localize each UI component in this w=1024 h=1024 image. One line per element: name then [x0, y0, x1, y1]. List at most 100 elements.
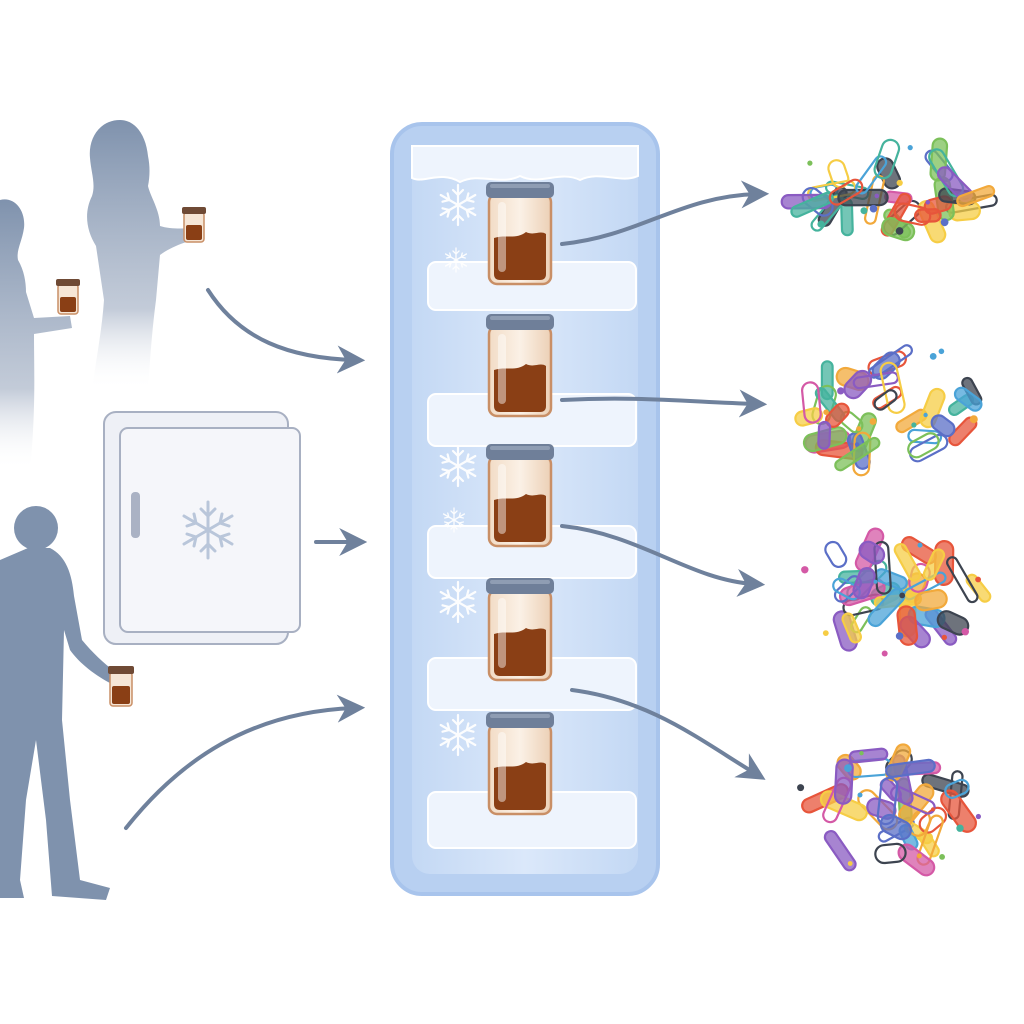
microbe-bacterium	[956, 184, 996, 208]
microbe-bacterium	[843, 369, 873, 400]
input-arrows	[124, 288, 368, 830]
sample-jar-icon-5	[484, 710, 556, 816]
microbe-bacterium	[874, 842, 907, 865]
sample-jar-icon-4	[484, 576, 556, 682]
microbe-bacterium	[828, 178, 864, 206]
microbe-bacterium	[867, 587, 906, 628]
microbe-dot	[859, 751, 864, 756]
microbe-dot	[939, 854, 945, 860]
microbe-dot	[931, 807, 936, 812]
ice-shelves	[411, 145, 639, 849]
microbe-dot	[881, 650, 888, 657]
arrow-donor-to-rack	[124, 694, 366, 830]
microbe-dot	[899, 592, 906, 599]
microbe-bacterium	[930, 414, 956, 438]
microbe-bacterium	[907, 432, 940, 459]
microbe-dot	[917, 542, 923, 548]
microbe-dot	[797, 784, 805, 792]
microbe-dot	[916, 853, 922, 859]
sample-jars	[484, 180, 556, 816]
microbe-bacterium	[893, 202, 932, 226]
microbe-cluster-icon	[797, 743, 982, 877]
microbe-dot	[975, 813, 982, 820]
woman-silhouette-icon-2	[0, 199, 80, 471]
microbe-dot	[961, 628, 969, 636]
microbe-dot	[857, 792, 863, 798]
microbe-dot	[895, 227, 904, 235]
microbe-dot	[907, 145, 913, 151]
microbe-dot	[969, 415, 978, 424]
microbe-dot	[860, 207, 868, 215]
arrow-to-microbiome-2	[560, 389, 768, 418]
microbe-bacterium	[873, 138, 901, 180]
microbe-dot	[923, 412, 928, 418]
microbe-dot	[822, 630, 829, 636]
microbe-cluster-icon	[801, 527, 992, 657]
microbe-bacterium	[919, 387, 946, 429]
microbe-dot	[925, 200, 931, 205]
microbe-bacterium	[848, 747, 889, 764]
microbe-dot	[911, 422, 917, 428]
freezer-icon	[103, 411, 301, 645]
microbe-bacterium	[885, 758, 936, 779]
microbe-dot	[837, 387, 845, 395]
arrow-to-microbiome-1	[560, 180, 770, 246]
microbe-dot	[975, 576, 981, 583]
sample-jar-icon-3	[484, 442, 556, 548]
microbe-bacterium	[921, 773, 970, 798]
output-arrows	[560, 180, 770, 780]
sample-jar-icon-1	[484, 180, 556, 286]
microbe-bacterium	[823, 829, 857, 872]
microbe-bacterium	[824, 540, 848, 569]
microbe-bacterium	[834, 436, 881, 472]
arrow-to-microbiome-4	[570, 688, 766, 780]
microbe-dot	[854, 442, 860, 447]
microbe-bacterium	[879, 361, 906, 414]
microbe-dot	[895, 632, 904, 640]
microbe-dot	[801, 566, 809, 574]
microbe-dot	[896, 179, 903, 186]
microbe-bacterium	[893, 542, 922, 582]
microbe-bacterium	[852, 567, 876, 600]
microbe-dot	[941, 634, 947, 641]
microbe-bacterium	[953, 386, 983, 412]
microbe-dot	[938, 348, 945, 355]
microbe-bacterium	[841, 612, 862, 644]
microbe-bacterium	[801, 381, 822, 424]
microbe-bacterium	[873, 540, 892, 595]
microbe-bacterium	[944, 778, 970, 799]
sample-cup-icon	[182, 207, 206, 243]
sample-cup-icon-3	[108, 666, 134, 707]
microbe-dot	[874, 193, 880, 199]
man-silhouette-icon	[0, 506, 134, 900]
microbe-cluster-icon	[794, 344, 983, 477]
arrow-donors-to-rack	[206, 288, 366, 374]
microbe-dot	[856, 426, 862, 432]
microbe-bacterium	[909, 433, 949, 463]
microbe-bacterium	[837, 188, 889, 207]
microbe-dot	[873, 579, 878, 584]
sample-jar-icon-2	[484, 312, 556, 418]
microbe-dot	[847, 861, 853, 866]
microbe-dot	[940, 218, 949, 227]
microbe-cluster-icon	[780, 137, 998, 244]
microbe-bacterium	[922, 548, 946, 581]
microbe-dot	[807, 160, 813, 166]
microbe-dot	[869, 418, 877, 425]
microbe-dot	[817, 220, 825, 228]
arrow-to-microbiome-3	[560, 524, 766, 597]
microbe-bacterium	[897, 843, 936, 877]
frozen-sample-rack	[390, 122, 660, 896]
sample-cup-icon-2	[56, 279, 80, 315]
microbe-bacterium	[790, 191, 834, 218]
microbe-bacterium	[817, 420, 832, 450]
microbe-dot	[929, 353, 937, 360]
microbe-clusters	[780, 137, 998, 877]
freezer-snowflake-icon	[182, 500, 234, 560]
woman-silhouette-icon	[87, 120, 206, 390]
microbe-dot	[956, 824, 964, 832]
microbe-bacterium	[858, 540, 886, 565]
microbe-dot	[823, 409, 829, 416]
